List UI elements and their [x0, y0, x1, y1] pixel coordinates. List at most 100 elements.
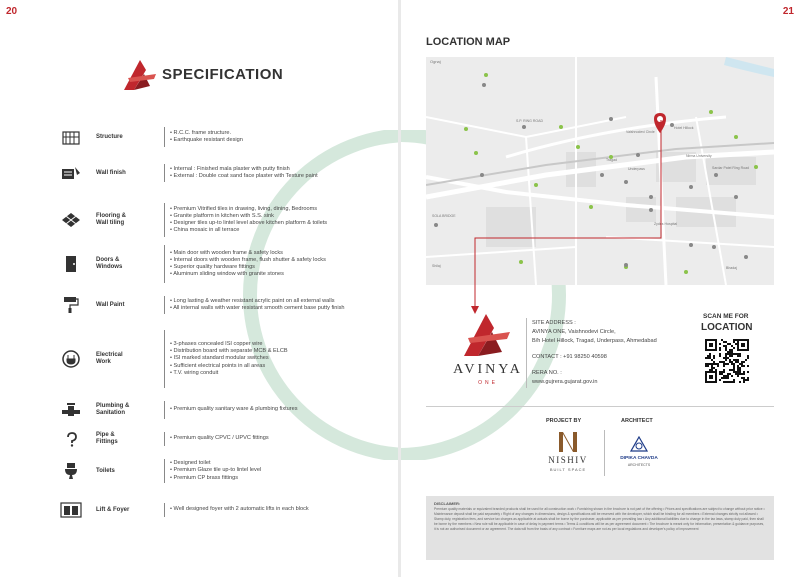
contact-number[interactable]: CONTACT : +91 98250 40598: [532, 354, 607, 360]
spec-separator: [164, 245, 165, 283]
spec-description-line: • Well designed foyer with 2 automatic l…: [170, 506, 309, 513]
location-map-title: LOCATION MAP: [426, 36, 511, 48]
spec-description-line: • Designed toilet: [170, 460, 211, 467]
spec-description: • 3-phases concealed ISI copper wire• Di…: [170, 341, 385, 377]
rera-website[interactable]: www.gujrera.gujarat.gov.in: [532, 379, 598, 385]
spec-row: Structure• R.C.C. frame structure.• Eart…: [56, 127, 376, 147]
flooring-icon: [60, 211, 82, 229]
spec-row: Flooring &Wall tiling • Premium Vitrified…: [56, 203, 376, 237]
spec-row: Wall finish • Internal : Finished mala pl…: [56, 164, 376, 182]
spec-description-line: • Internal doors with wooden frame, flus…: [170, 256, 326, 263]
elevator-icon: [60, 501, 82, 519]
door-icon: [60, 255, 82, 273]
left-page: 20 SPECIFICATION Structure• R.C.C. frame…: [0, 0, 398, 577]
spec-description: • Long lasting & weather resistant acryl…: [170, 298, 385, 312]
spec-description-line: • Granite platform in kitchen with S.S. …: [170, 212, 274, 219]
spec-description: • Internal : Finished mala plaster with …: [170, 166, 385, 180]
architect-label: ARCHITECT: [621, 418, 653, 424]
map-label-sola-bridge: SOLA BRIDGE: [432, 214, 456, 218]
spec-label-line: Structure: [96, 133, 123, 140]
project-by-label: PROJECT BY: [546, 418, 582, 424]
disclaimer-text: Premium quality materials or equivalent …: [434, 507, 765, 531]
scan-me-text: SCAN ME FOR: [703, 313, 749, 320]
spec-label-line: Wall tiling: [96, 220, 125, 226]
map-label-underpass: Underpass: [628, 167, 645, 171]
spec-description: • Main door with wooden frame & safety l…: [170, 250, 385, 279]
page-number-right: 21: [782, 6, 794, 17]
scan-location-text: LOCATION: [701, 322, 753, 333]
spec-label: Flooring &Wall tiling: [96, 213, 156, 227]
spec-description-line: • China mosaic in all terrace: [170, 227, 240, 234]
spec-separator: [164, 432, 165, 446]
spec-label-line: Wall Paint: [96, 301, 125, 308]
spec-description-line: • Distribution board with separate MCB &…: [170, 348, 288, 355]
location-map[interactable]: Ognaj S.P. RING ROAD Vaishnodevi Circle …: [426, 57, 774, 285]
page-number-left: 20: [6, 6, 18, 17]
map-label-ognaj: Ognaj: [430, 59, 441, 64]
rera-label: RERA NO. :: [532, 370, 562, 376]
spec-label: Lift & Foyer: [96, 507, 156, 514]
spec-separator: [164, 203, 165, 237]
spec-description-line: • Aluminum sliding window with granite s…: [170, 271, 284, 278]
spec-description-line: • ISI marked standard modular switches: [170, 355, 269, 362]
pipe-icon: [60, 430, 82, 448]
brand-name: AVINYA: [453, 362, 523, 377]
spec-row: Pipe &Fittings• Premium quality CPVC / U…: [56, 430, 376, 448]
spec-label: Toilets: [96, 468, 156, 475]
spec-separator: [164, 296, 165, 314]
spec-description-line: • Premium Vitrified tiles in drawing, li…: [170, 205, 318, 212]
spec-description: • Premium Vitrified tiles in drawing, li…: [170, 206, 385, 235]
disclaimer-box: DISCLAIMER: Premium quality materials or…: [426, 496, 774, 560]
spec-description-line: • Internal : Finished mala plaster with …: [170, 165, 290, 172]
spec-description-line: • Superior quality hardware fittings: [170, 264, 255, 270]
spec-label-line: Flooring &: [96, 213, 126, 219]
spec-description-line: • T.V. wiring conduit: [170, 369, 219, 376]
spec-description: • Designed toilet• Premium Glaze tile up…: [170, 460, 385, 482]
electrical-plug-icon: [60, 350, 82, 368]
paint-roller-icon: [60, 296, 82, 314]
developer-sub: BUILT SPACE: [549, 467, 587, 472]
toilet-icon: [60, 462, 82, 480]
site-address-line-2: B/h Hotel Hillock, Tragad, Underpass, Ah…: [532, 338, 657, 344]
map-label-bhadaj: Bhadaj: [726, 266, 737, 270]
architect-name: DIPIKA CHAVDA: [620, 456, 658, 461]
specification-title: SPECIFICATION: [162, 66, 284, 83]
spec-description-line: • Long lasting & weather resistant acryl…: [170, 297, 335, 304]
brand-sub: ONE: [478, 380, 498, 386]
spec-description-line: • Designer tiles up-to lintel level abov…: [170, 220, 328, 226]
spec-label: Plumbing &Sanitation: [96, 403, 156, 417]
spec-description: • R.C.C. frame structure.• Earthquake re…: [170, 130, 385, 144]
spec-description-line: • 3-phases concealed ISI copper wire: [170, 341, 263, 347]
spec-separator: [164, 503, 165, 517]
spec-separator: [164, 127, 165, 147]
map-label-tragad: Tragad: [606, 158, 617, 162]
right-page: 21 LOCATION MAP: [401, 0, 800, 577]
site-address-line-1: AVINYA ONE, Vaishnodevi Circle,: [532, 329, 616, 335]
spec-separator: [164, 330, 165, 388]
brand-logo-icon: [124, 60, 156, 90]
map-label-shilaj: Shilaj: [432, 264, 441, 268]
spec-label-line: Electrical: [96, 352, 123, 358]
map-label-hotel-hillock: Hotel Hillock: [674, 126, 694, 130]
spec-label: Wall finish: [96, 170, 156, 177]
spec-description-line: • Premium Glaze tile up-to lintel level: [170, 467, 262, 474]
spec-description-line: • External : Double coat sand face plast…: [170, 173, 318, 179]
section-separator: [426, 406, 774, 407]
wall-finish-icon: [60, 164, 82, 182]
spec-description-line: • Premium quality CPVC / UPVC fittings: [170, 435, 269, 442]
qr-code-icon[interactable]: [704, 338, 750, 384]
map-graphic: Ognaj S.P. RING ROAD Vaishnodevi Circle …: [426, 57, 774, 285]
spec-separator: [164, 459, 165, 483]
spec-label: Wall Paint: [96, 302, 156, 309]
spec-separator: [164, 401, 165, 419]
map-label-zydus: Zydus Hospital: [654, 222, 677, 226]
avinya-logo-icon: [464, 314, 510, 356]
spec-label-line: Doors &: [96, 257, 120, 263]
spec-description-line: • Sufficient electrical points in all ar…: [170, 362, 266, 369]
spec-label-line: Pipe &: [96, 432, 115, 438]
plumbing-valve-icon: [60, 401, 82, 419]
map-label-vaishnodevi: Vaishnodevi Circle: [626, 130, 655, 134]
spec-description: • Premium quality CPVC / UPVC fittings: [170, 435, 385, 442]
